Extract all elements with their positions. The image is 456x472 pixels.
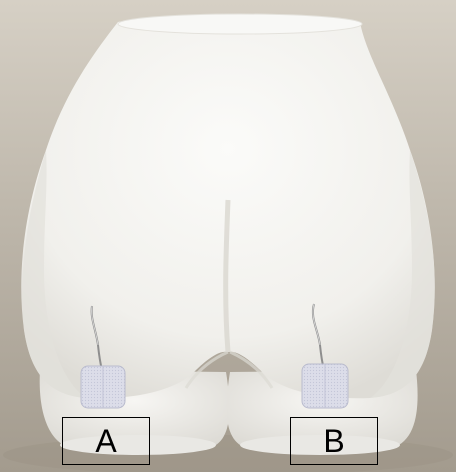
waist-rim: [118, 14, 362, 34]
electrode-label-b: B: [290, 417, 378, 465]
electrode-label-a: A: [62, 417, 150, 465]
electrode-label-b-text: B: [323, 425, 344, 457]
gluteal-cleft: [226, 200, 228, 352]
electrode-label-a-text: A: [95, 425, 116, 457]
